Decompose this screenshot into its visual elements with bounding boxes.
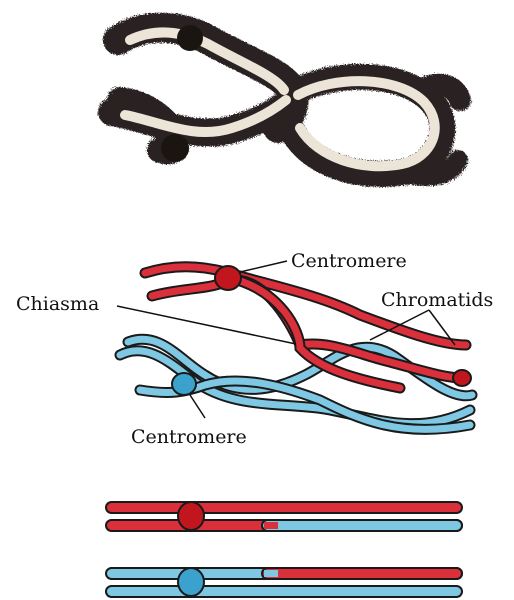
crossover-diagram: Centromere Chiasma Chromatids Centromere — [16, 250, 493, 448]
top-blue-segment — [262, 520, 462, 531]
bottom-red-segment — [262, 568, 462, 579]
blue-homolog — [120, 339, 472, 429]
leader-centromere-bottom — [190, 395, 205, 418]
recombinant-chromosome-bottom — [106, 568, 462, 597]
label-chiasma: Chiasma — [16, 293, 99, 315]
label-centromere-bottom: Centromere — [131, 426, 247, 448]
micrograph-centromere-top — [177, 25, 203, 51]
micrograph-centromere-bottom — [161, 134, 189, 162]
leader-centromere-top — [240, 261, 287, 272]
label-chromatids: Chromatids — [381, 289, 493, 311]
recombinant-chromosome-top — [106, 502, 462, 531]
blue-centromere — [172, 373, 196, 395]
recombinant-chromosomes — [106, 502, 462, 597]
bottom-recombinant-centromere — [178, 568, 204, 596]
label-centromere-top: Centromere — [291, 250, 407, 272]
red-centromere — [215, 266, 241, 290]
top-recombinant-centromere — [178, 502, 204, 530]
red-end-knob — [453, 370, 471, 386]
